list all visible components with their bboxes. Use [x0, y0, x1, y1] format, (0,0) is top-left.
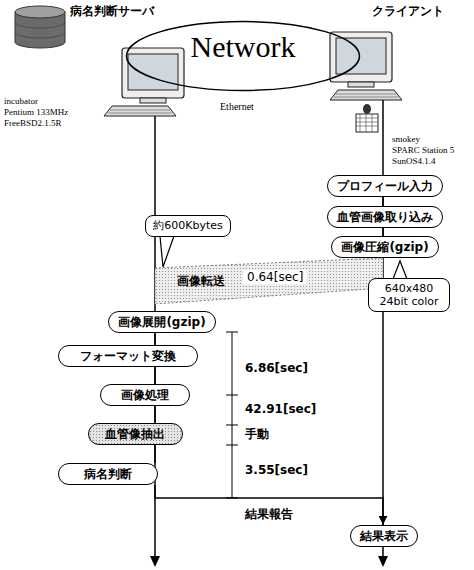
process-box: プロフィール入力 [327, 175, 443, 197]
monitor-screen [336, 38, 386, 74]
keyboard-keys [334, 94, 398, 97]
manual-note: 手動 [245, 428, 269, 442]
host-spec: FreeBSD2.1.5R [4, 118, 62, 128]
timeline-segment [382, 228, 384, 236]
node-text: 病名判断 [67, 467, 149, 481]
node-text: Network [125, 30, 361, 63]
monitor-stand [140, 98, 166, 103]
node-text: 画像圧縮(gzip) [340, 240, 430, 254]
report-arrow [155, 485, 383, 525]
node-text: フォーマット変換 [67, 349, 189, 363]
host-spec: SunOS4.1.4 [392, 156, 436, 166]
callout-tail [393, 261, 407, 279]
node-text: 血管像抽出 [97, 427, 174, 441]
timeline-segment [382, 197, 384, 206]
node-text: 血管画像取り込み [336, 210, 434, 224]
timeline-segment [154, 333, 156, 345]
monitor-case [330, 32, 392, 82]
time-value: 6.86[sec] [245, 362, 308, 376]
edge-label: 結果報告 [242, 507, 296, 521]
time-value: 42.91[sec] [245, 403, 316, 417]
network-name: Ethernet [220, 101, 254, 113]
process-box: 画像展開(gzip) [108, 311, 216, 333]
client-name: クライアント [372, 5, 444, 19]
timing-bracket [232, 332, 233, 498]
network-ellipse: Network [125, 20, 361, 92]
timing-tick [226, 332, 238, 498]
process-box: 画像処理 [100, 384, 190, 406]
database-ring [15, 22, 65, 38]
timeline-arrowhead [150, 556, 160, 567]
server-name: 病名判断サーバ [70, 5, 154, 19]
monitor-case [122, 48, 184, 98]
manual-process-box: 血管像抽出 [88, 423, 183, 445]
mouse-pad [356, 114, 378, 132]
keyboard-keys [108, 110, 172, 113]
timeline-segment [154, 406, 156, 423]
node-text: 画像処理 [109, 388, 181, 402]
process-box: 画像圧縮(gzip) [331, 236, 439, 258]
process-box: 病名判断 [58, 463, 158, 485]
node-text: 結果表示 [359, 529, 409, 543]
host-spec: Pentium 133MHz [4, 107, 68, 117]
host-spec: incubator [4, 96, 38, 106]
node-text: 約600Kbytes [151, 219, 225, 232]
node-text: 画像展開(gzip) [117, 315, 207, 329]
monitor-stand [348, 82, 374, 87]
time-value: 3.55[sec] [245, 464, 308, 478]
keyboard [330, 90, 402, 100]
mouse [363, 104, 371, 114]
client-timeline [382, 100, 384, 558]
node-text: 640x480 24bit color [374, 282, 444, 308]
keyboard [104, 106, 176, 116]
node-text: プロフィール入力 [336, 179, 434, 193]
node-text: 画像転送 [177, 274, 225, 288]
callout-box: 約600Kbytes [145, 215, 231, 236]
process-box: 血管画像取り込み [327, 206, 443, 228]
timeline-segment [154, 445, 156, 463]
mouse-pad-hatch [356, 114, 378, 132]
process-box: 結果表示 [350, 525, 418, 547]
callout-tail [160, 236, 174, 267]
database-top [15, 6, 65, 18]
monitor-screen [128, 54, 178, 90]
band-outline [155, 258, 383, 304]
process-box: フォーマット変換 [58, 345, 198, 367]
time-value: 0.64[sec] [243, 270, 307, 284]
host-spec: SPARC Station 5 [392, 145, 454, 155]
timeline-arrowhead [378, 556, 388, 567]
timeline-segment [154, 367, 156, 384]
transfer-band: 画像転送 0.64[sec] [155, 258, 383, 304]
callout-box: 640x480 24bit color [368, 278, 450, 312]
host-spec: smokey [392, 134, 420, 144]
